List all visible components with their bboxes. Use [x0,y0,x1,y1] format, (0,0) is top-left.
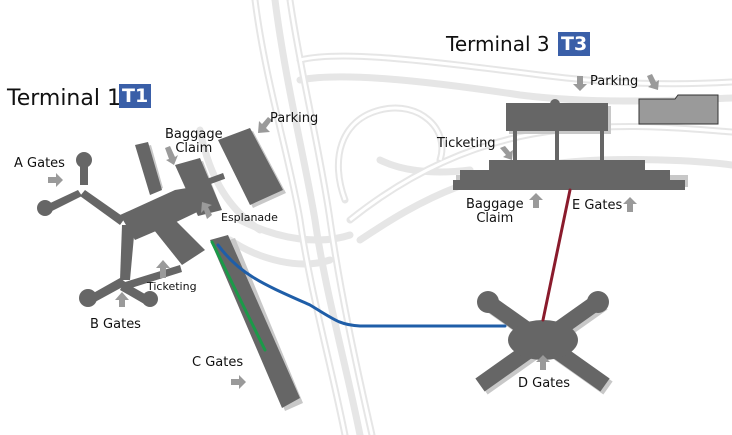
arrow-t1-parking [258,117,272,133]
label-t1-baggage-claim[interactable]: Baggage Claim [165,128,223,155]
terminal3-buildings [453,94,719,190]
terminal3-title: Terminal 3 [446,32,550,56]
tram-lines [210,188,572,352]
t3-baggage-line1: Baggage [466,197,524,212]
red-tram-line [541,188,572,322]
label-e-gates[interactable]: E Gates [572,198,623,213]
label-t1-parking[interactable]: Parking [270,111,319,126]
terminal1-badge: T1 [119,84,152,108]
d-gates-building [475,291,613,395]
arrow-esplanade [201,202,212,219]
terminal1-title: Terminal 1 [7,86,121,111]
label-b-gates[interactable]: B Gates [90,317,141,332]
label-t3-parking[interactable]: Parking [590,74,639,89]
terminal3-badge: T3 [558,32,591,56]
arrow-t3-baggage [529,193,543,208]
label-esplanade[interactable]: Esplanade [221,211,278,224]
label-a-gates[interactable]: A Gates [14,156,65,171]
arrow-t1-ticketing [156,260,170,278]
arrow-t3-ticketing [500,146,513,160]
baggage-line1: Baggage [165,127,223,142]
blue-tram-line [216,243,507,328]
arrow-b-gates [115,292,129,307]
label-t3-ticketing[interactable]: Ticketing [437,136,496,151]
arrow-a-gates [48,173,63,187]
label-t1-ticketing[interactable]: Ticketing [147,280,197,293]
t3-baggage-line2: Claim [476,211,514,226]
terminal1-buildings [37,128,303,411]
arrow-t1-baggage [165,146,178,165]
label-d-gates[interactable]: D Gates [518,376,571,391]
baggage-line2: Claim [175,141,213,156]
label-t3-baggage-claim[interactable]: Baggage Claim [466,198,524,225]
t3-parking-lot [638,94,719,125]
arrow-t3-parking-right [647,74,659,90]
arrow-c-gates [231,375,246,389]
arrow-t3-parking-left [573,76,587,91]
label-c-gates[interactable]: C Gates [192,355,244,370]
arrow-e-gates [623,197,637,212]
direction-arrows [48,74,659,389]
green-tram-line [210,240,267,352]
arrow-d-gates [536,355,550,370]
